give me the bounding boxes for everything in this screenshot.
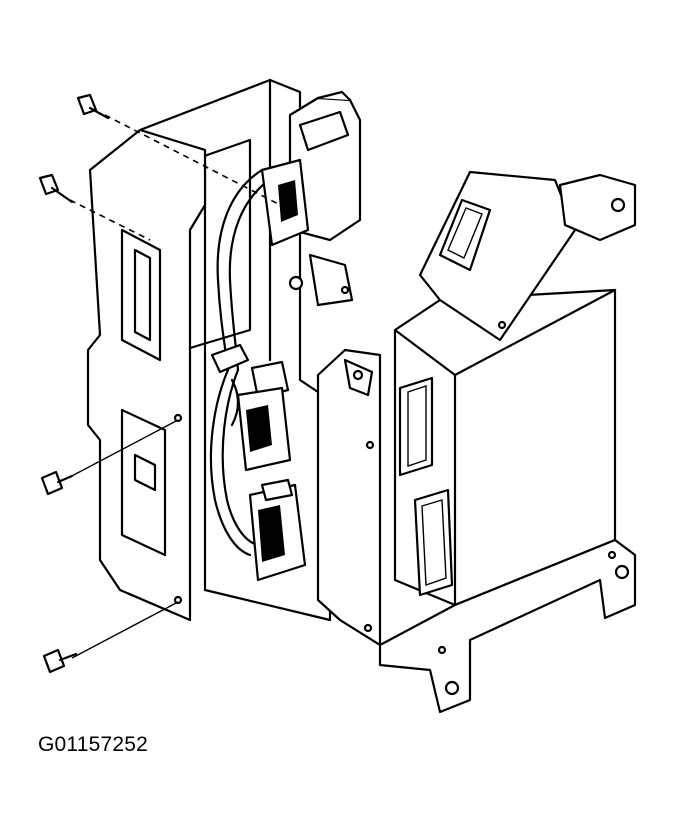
lower-mounting-bracket — [378, 538, 637, 714]
screw-3 — [40, 419, 179, 496]
screw-1 — [76, 93, 291, 211]
control-module — [393, 288, 617, 607]
wiring-harness — [209, 168, 274, 557]
upper-relay-unit — [418, 170, 637, 342]
upper-connector — [260, 90, 362, 247]
lower-connector — [248, 478, 307, 582]
mounting-tab — [288, 253, 354, 307]
middle-connector — [236, 360, 292, 472]
screw-4 — [42, 601, 179, 674]
figure-code: G01157252 — [38, 733, 149, 756]
module-side-plate — [316, 348, 382, 647]
screw-2 — [38, 173, 151, 241]
front-bracket-plate — [86, 128, 207, 622]
